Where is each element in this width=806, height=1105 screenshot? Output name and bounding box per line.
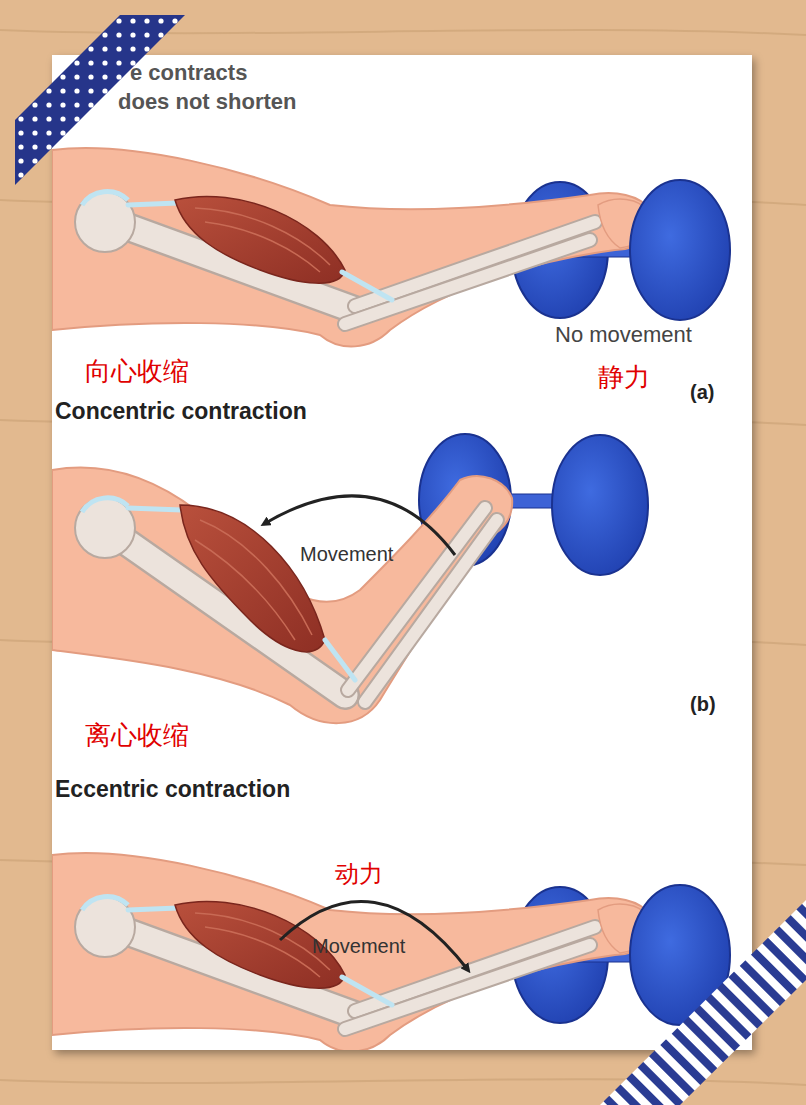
chinese-annotation: 离心收缩 [85, 720, 189, 751]
contraction-title: Eccentric contraction [55, 776, 290, 804]
figure-heading: e contracts [130, 60, 247, 86]
chinese-annotation: 动力 [335, 860, 383, 889]
motion-label: Movement [312, 934, 405, 958]
figure-heading: does not shorten [118, 89, 296, 115]
motion-label: Movement [300, 542, 393, 566]
chinese-annotation: 向心收缩 [85, 356, 189, 387]
motion-label: No movement [555, 322, 692, 348]
contraction-title: Concentric contraction [55, 398, 307, 426]
panel-letter: (a) [690, 380, 714, 404]
chinese-annotation: 静力 [598, 362, 650, 393]
panel-letter: (b) [690, 692, 716, 716]
